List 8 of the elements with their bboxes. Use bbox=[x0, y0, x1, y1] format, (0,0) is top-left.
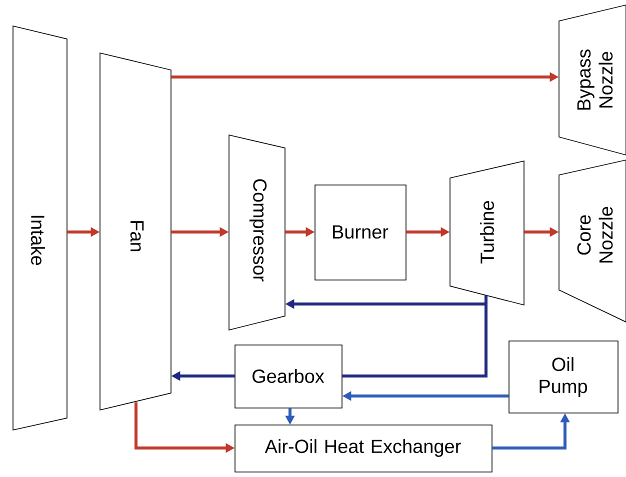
component-box: Gearbox bbox=[234, 344, 342, 408]
nozzle-block: Core Nozzle bbox=[558, 160, 626, 323]
stage-block: Intake bbox=[12, 26, 68, 430]
stage-block: Turbine bbox=[450, 160, 524, 306]
component-box: Air-Oil Heat Exchanger bbox=[234, 424, 492, 472]
component-box: Oil Pump bbox=[508, 340, 618, 414]
nozzle-block: Bypass Nozzle bbox=[558, 4, 626, 156]
component-box: Burner bbox=[314, 184, 406, 280]
